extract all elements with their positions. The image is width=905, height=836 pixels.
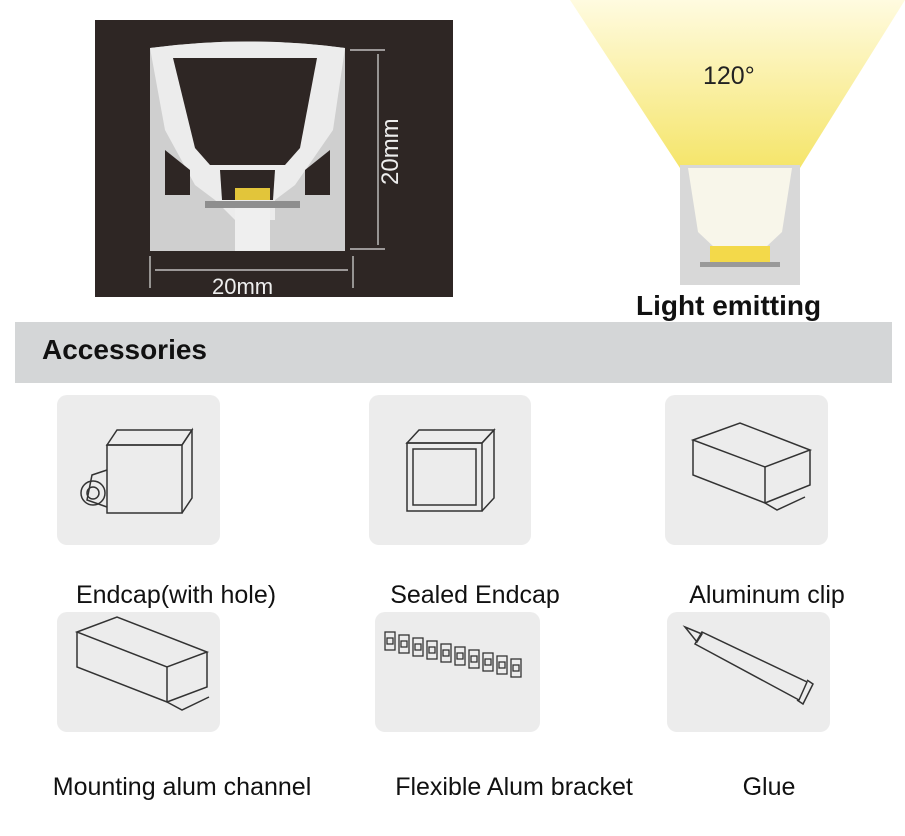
accessory-label: Mounting alum channel <box>52 773 312 801</box>
beam-angle-label: 120° <box>703 62 755 90</box>
accessory-label: Aluminum clip <box>689 581 845 609</box>
accessory-label: Glue <box>742 773 796 801</box>
height-dimension-label: 20mm <box>377 118 404 185</box>
width-dimension-label: 20mm <box>212 274 274 299</box>
accessories-header-band <box>15 322 892 383</box>
mounting-channel-icon <box>74 616 210 711</box>
accessory-tile-sealed-endcap <box>369 395 531 545</box>
aluminum-clip-icon <box>690 422 813 511</box>
accessory-tile-flexible-bracket <box>375 612 540 732</box>
light-emitting-caption: Light emitting <box>636 290 822 321</box>
cross-section-diagram <box>95 20 453 297</box>
glue-icon <box>682 625 814 706</box>
accessory-label: Flexible Alum bracket <box>395 773 633 801</box>
accessory-tile-glue <box>667 612 830 732</box>
section-title: Accessories <box>42 334 208 365</box>
accessory-tile-aluminum-clip <box>665 395 828 545</box>
accessory-label: Endcap(with hole) <box>75 581 277 609</box>
endcap-hole-icon <box>80 427 194 514</box>
flexible-bracket-icon <box>384 631 522 678</box>
sealed-endcap-icon <box>405 428 496 512</box>
accessory-tile-mounting-channel <box>57 612 220 732</box>
accessory-tile-endcap-hole <box>57 395 220 545</box>
light-beam-diagram <box>570 0 905 285</box>
accessory-label: Sealed Endcap <box>390 581 560 609</box>
